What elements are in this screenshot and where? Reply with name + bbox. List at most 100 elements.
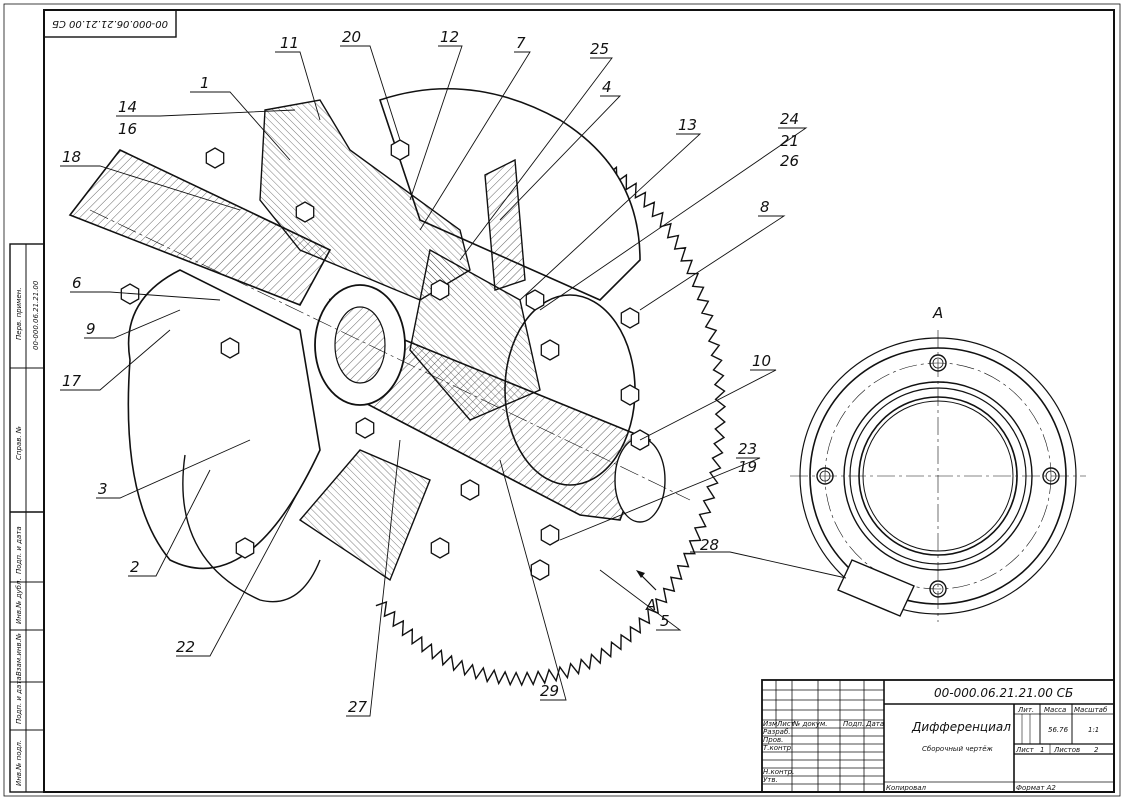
- bolt-head-icon: [355, 417, 375, 439]
- callout-17: 17: [62, 372, 82, 390]
- tb-col-list: Лист: [776, 720, 796, 728]
- callout-3: 3: [98, 480, 108, 498]
- callout-7: 7: [516, 34, 526, 52]
- bolt-head-icon: [460, 479, 480, 501]
- callout-5: 5: [660, 612, 670, 630]
- nameplate-28: [837, 559, 915, 617]
- leader-line: [340, 45, 401, 141]
- callout-29: 29: [540, 682, 559, 700]
- tb-designation: 00-000.06.21.21.00 СБ: [934, 686, 1073, 700]
- view-arrow-a: A: [636, 570, 657, 614]
- bolt-head-icon: [220, 337, 240, 359]
- tb-col-data: Дата: [865, 720, 884, 728]
- bolt-head-icon: [235, 537, 255, 559]
- tb-lit-label: Лит.: [1017, 706, 1034, 714]
- callout-19: 19: [738, 458, 757, 476]
- bolt-head-icon: [620, 384, 640, 406]
- leader-line: [60, 165, 241, 211]
- inv-podl: Инв.№ подл.: [15, 740, 23, 786]
- callout-25: 25: [590, 40, 609, 58]
- callout-20: 20: [342, 28, 361, 46]
- tb-scale-value: 1:1: [1088, 726, 1099, 734]
- view-a-label: A: [932, 304, 943, 322]
- upper-hub: [259, 99, 471, 301]
- leader-line: [459, 57, 613, 261]
- bolt-head-icon: [540, 339, 560, 361]
- tb-mass-value: 56.76: [1048, 726, 1069, 734]
- bolt-head-icon: [530, 559, 550, 581]
- tb-row-razrab: Разраб.: [763, 728, 791, 736]
- tb-name: Дифференциал: [911, 720, 1011, 734]
- top-code-box: 00-000.06.21.21.00 СБ: [43, 9, 177, 38]
- callout-22: 22: [176, 638, 195, 656]
- right-tower: [484, 158, 526, 291]
- perv-primen-label: Перв. примен.: [15, 287, 23, 340]
- bolt-head-icon: [120, 283, 140, 305]
- leader-lines: [60, 45, 808, 717]
- callout-10: 10: [752, 352, 771, 370]
- callout-12: 12: [440, 28, 459, 46]
- tb-row-prov: Пров.: [763, 736, 783, 744]
- lower-hub: [298, 449, 431, 582]
- callout-26: 26: [780, 152, 799, 170]
- arrow-a-label: A: [645, 596, 656, 614]
- bolts: [120, 139, 650, 581]
- axis-line: [89, 209, 691, 501]
- tb-col-doc: № докум.: [792, 720, 828, 728]
- tb-sheet-value: 1: [1040, 746, 1044, 754]
- leader-line: [559, 457, 761, 541]
- leader-line: [639, 369, 777, 441]
- tb-col-podp: Подп.: [843, 720, 864, 728]
- leader-line: [70, 291, 221, 301]
- tb-sheet-label: Лист: [1015, 746, 1035, 754]
- callout-16: 16: [118, 120, 137, 138]
- leader-line: [96, 439, 251, 499]
- callout-8: 8: [760, 198, 770, 216]
- leader-line: [190, 91, 291, 161]
- leader-line: [128, 469, 211, 577]
- bolt-head-icon: [205, 147, 225, 169]
- leader-line: [409, 45, 463, 201]
- callout-21: 21: [780, 132, 799, 150]
- side-stamp: Перв. примен. 00-000.06.21.21.00 Справ. …: [9, 243, 45, 793]
- bolt-head-icon: [525, 289, 545, 311]
- callout-23: 23: [738, 440, 757, 458]
- bolt-head-icon: [620, 307, 640, 329]
- leader-line: [176, 469, 311, 657]
- callout-2: 2: [130, 558, 140, 576]
- callout-28: 28: [700, 536, 719, 554]
- leader-line: [539, 127, 808, 311]
- callout-4: 4: [602, 78, 612, 96]
- tb-col-izm: Изм: [763, 720, 778, 728]
- housing-lower-arc: [182, 454, 321, 603]
- sprav-label: Справ. №: [15, 426, 23, 460]
- podp-data-1: Подп. и дата: [15, 526, 23, 574]
- callout-24: 24: [780, 110, 799, 128]
- top-code-text: 00-000.06.21.21.00 СБ: [52, 18, 168, 29]
- tb-copied: Копировал: [886, 784, 927, 792]
- leader-line: [116, 109, 296, 117]
- tb-sheets-value: 2: [1094, 746, 1099, 754]
- leader-line: [499, 95, 622, 221]
- callout-labels: 1 2 3 4 5 6 7 8 9 10 11 12 13 14 16 17 1…: [62, 28, 799, 716]
- differential-assembly: [60, 45, 808, 717]
- bolt-head-icon: [430, 537, 450, 559]
- bolt-head-icon: [540, 524, 560, 546]
- bolt-head-icon: [390, 139, 410, 161]
- leader-line: [599, 569, 682, 631]
- perv-primen-value: 00-000.06.21.21.00: [32, 280, 40, 350]
- callout-13: 13: [678, 116, 697, 134]
- inv-dubl: Инв.№ дубл.: [15, 578, 23, 624]
- callout-27: 27: [348, 698, 368, 716]
- tb-mass-label: Масса: [1044, 706, 1066, 714]
- callout-9: 9: [86, 320, 96, 338]
- view-a-holes: [816, 354, 1060, 598]
- leader-line: [275, 51, 321, 121]
- bolt-head-icon: [295, 201, 315, 223]
- leader-line: [346, 439, 401, 717]
- view-a: A: [690, 304, 1086, 622]
- tb-format: Формат A2: [1016, 784, 1056, 792]
- tb-row-tkontr: Т.контр.: [763, 744, 793, 752]
- leader-line: [639, 215, 786, 311]
